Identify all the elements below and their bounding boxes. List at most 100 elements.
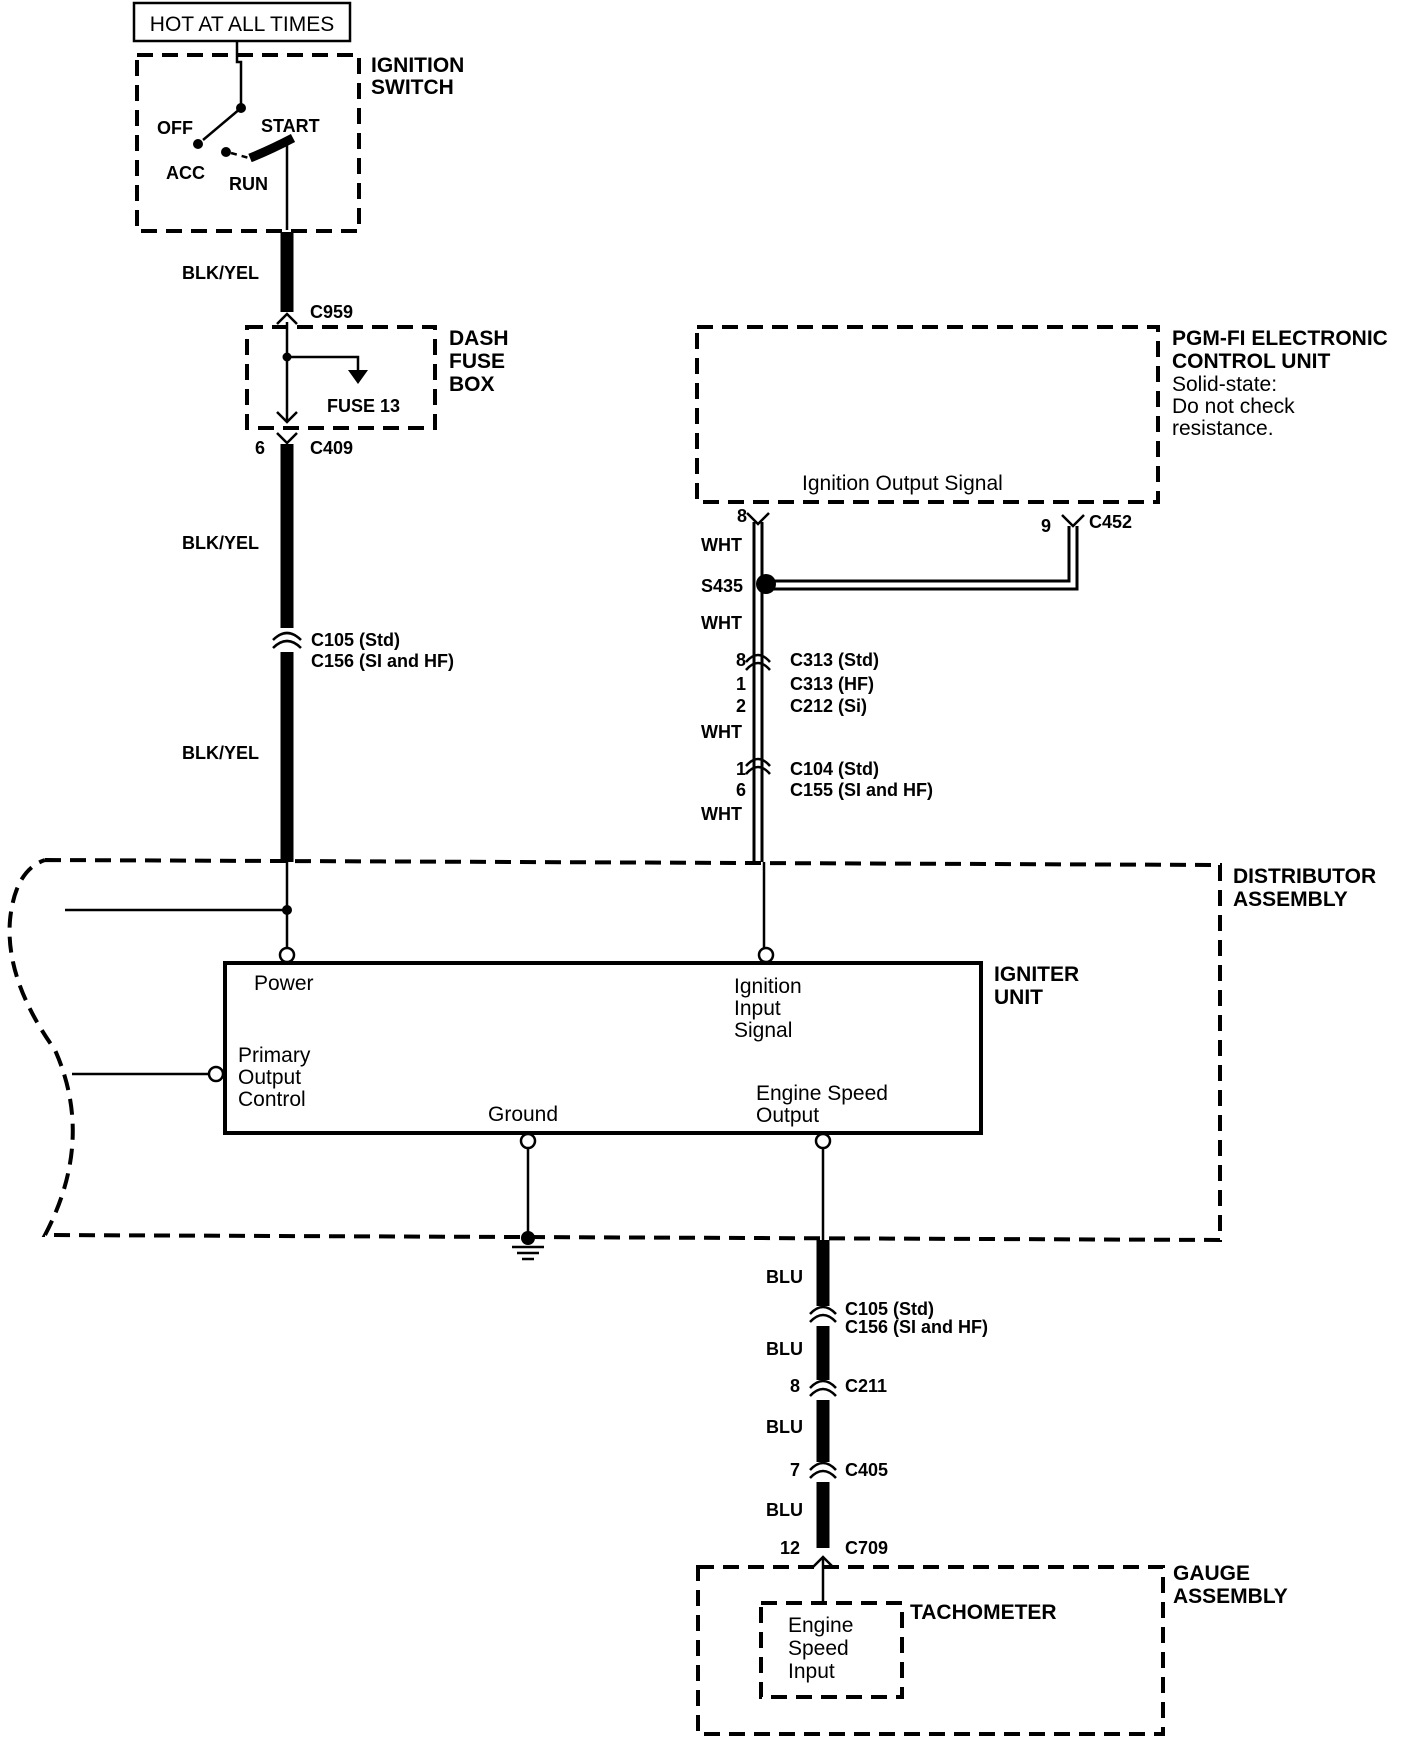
blu-label-4: BLU [766,1500,803,1520]
switch-contact-acc [221,147,231,157]
engine-speed-label-1: Engine Speed [756,1082,888,1105]
ground-label: Ground [488,1103,558,1126]
switch-contact-start-run [248,134,296,163]
ecu-note-1: Solid-state: [1172,373,1277,396]
distributor-title-1: DISTRIBUTOR [1233,865,1376,888]
c105-tach-connector-icon [809,1305,837,1315]
blk-yel-label-1: BLK/YEL [182,263,259,283]
blu-label-3: BLU [766,1417,803,1437]
ignition-input-terminal [757,946,775,964]
ignition-switch-box [135,53,361,233]
wht-label-3: WHT [701,722,742,742]
ignition-input-label-1: Ignition [734,975,802,998]
pgm-fi-ecu: PGM-FI ELECTRONIC CONTROL UNIT Solid-sta… [695,325,1388,536]
ecu-pin-9: 9 [1041,516,1051,536]
ecu-box [695,325,1160,504]
c105-tach-label: C105 (Std) [845,1299,934,1319]
c104-pin: 1 [736,759,746,779]
power-circuit: BLK/YEL C959 FUSE 13 DASH FUSE BOX 6 C40… [65,232,509,948]
c405-label: C405 [845,1460,888,1480]
c409-pin: 6 [255,438,265,458]
tach-input-label-2: Speed [788,1637,849,1660]
gauge-assembly: GAUGE ASSEMBLY TACHOMETER Engine Speed I… [696,1562,1288,1736]
c709-pin: 12 [780,1538,800,1558]
wht-label-4: WHT [701,804,742,824]
c313-std-pin: 8 [736,650,746,670]
blu-label-2: BLU [766,1339,803,1359]
igniter-unit: Power Ignition Input Signal Primary Outp… [72,946,1079,1261]
c156-tach-label: C156 (SI and HF) [845,1317,988,1337]
ecu-note-2: Do not check [1172,395,1295,418]
tach-circuit: BLU C105 (Std) C156 (SI and HF) BLU 8 C2… [766,1240,988,1603]
c211-connector-icon [809,1379,837,1389]
igniter-title-2: UNIT [994,986,1043,1009]
primary-label-1: Primary [238,1044,311,1067]
ignition-switch-title-2: SWITCH [371,76,454,99]
c452-label: C452 [1089,512,1132,532]
c959-connector-icon [276,312,298,325]
wht-label-1: WHT [701,535,742,555]
c313-connector-icon [745,653,771,663]
c452-pin-8-connector-icon [746,512,770,526]
c452-pin-9-connector-icon [1061,514,1085,528]
ecu-pin-8: 8 [737,506,747,526]
dash-fuse-box-title-2: FUSE [449,350,505,373]
c405-connector-icon [809,1461,837,1471]
switch-contact-off [193,139,203,149]
power-terminal [278,946,296,964]
igniter-title-1: IGNITER [994,963,1079,986]
switch-blade [202,107,242,141]
igniter-box [223,961,983,1135]
dash-fuse-box-title-1: DASH [449,327,509,350]
fuse-13-icon [348,370,368,384]
c212-label: C212 (Si) [790,696,867,716]
dash-fuse-box [245,325,437,430]
blk-yel-label-3: BLK/YEL [182,743,259,763]
ecu-title-1: PGM-FI ELECTRONIC [1172,327,1388,350]
c313-hf-label: C313 (HF) [790,674,874,694]
blu-label-1: BLU [766,1267,803,1287]
hot-at-all-times-box: HOT AT ALL TIMES [132,1,352,43]
switch-run-label: RUN [229,174,268,194]
ignition-input-label-3: Signal [734,1019,792,1042]
tachometer-label: TACHOMETER [910,1601,1057,1624]
blk-yel-label-2: BLK/YEL [182,533,259,553]
c313-hf-pin: 1 [736,674,746,694]
ignition-switch: OFF START ACC RUN IGNITION SWITCH [135,41,464,233]
ecu-title-2: CONTROL UNIT [1172,350,1330,373]
ecu-signal-label: Ignition Output Signal [802,472,1003,495]
tach-input-label-3: Input [788,1660,835,1683]
c313-std-label: C313 (Std) [790,650,879,670]
primary-output-terminal [207,1065,225,1083]
wht-label-2: WHT [701,613,742,633]
power-label: Power [254,972,314,995]
signal-circuit: S435 WHT WHT 8 C313 (Std) 1 C313 (HF) 2 … [701,512,1085,948]
engine-speed-terminal [814,1132,832,1150]
dash-fuse-box-title-3: BOX [449,373,495,396]
gauge-assembly-box [696,1565,1165,1736]
ignition-input-label-2: Input [734,997,781,1020]
distributor-title-2: ASSEMBLY [1233,888,1348,911]
c156-power-label: C156 (SI and HF) [311,651,454,671]
c104-label: C104 (Std) [790,759,879,779]
distributor-outline [7,858,1222,1243]
hot-label: HOT AT ALL TIMES [150,13,334,36]
primary-label-3: Control [238,1088,306,1111]
tach-input-label-1: Engine [788,1614,853,1637]
ground-terminal [519,1132,537,1150]
gauge-title-2: ASSEMBLY [1173,1585,1288,1608]
switch-start-label: START [261,116,320,136]
engine-speed-label-2: Output [756,1104,819,1127]
ignition-switch-title-1: IGNITION [371,54,464,77]
gauge-title-1: GAUGE [1173,1562,1250,1585]
fuse-13-label: FUSE 13 [327,396,400,416]
switch-acc-label: ACC [166,163,205,183]
distributor-assembly: DISTRIBUTOR ASSEMBLY [7,858,1376,1243]
switch-off-label: OFF [157,118,193,138]
c211-label: C211 [845,1376,887,1396]
c212-pin: 2 [736,696,746,716]
c105-power-label: C105 (Std) [311,630,400,650]
tachometer-box [759,1601,904,1699]
c155-pin: 6 [736,780,746,800]
